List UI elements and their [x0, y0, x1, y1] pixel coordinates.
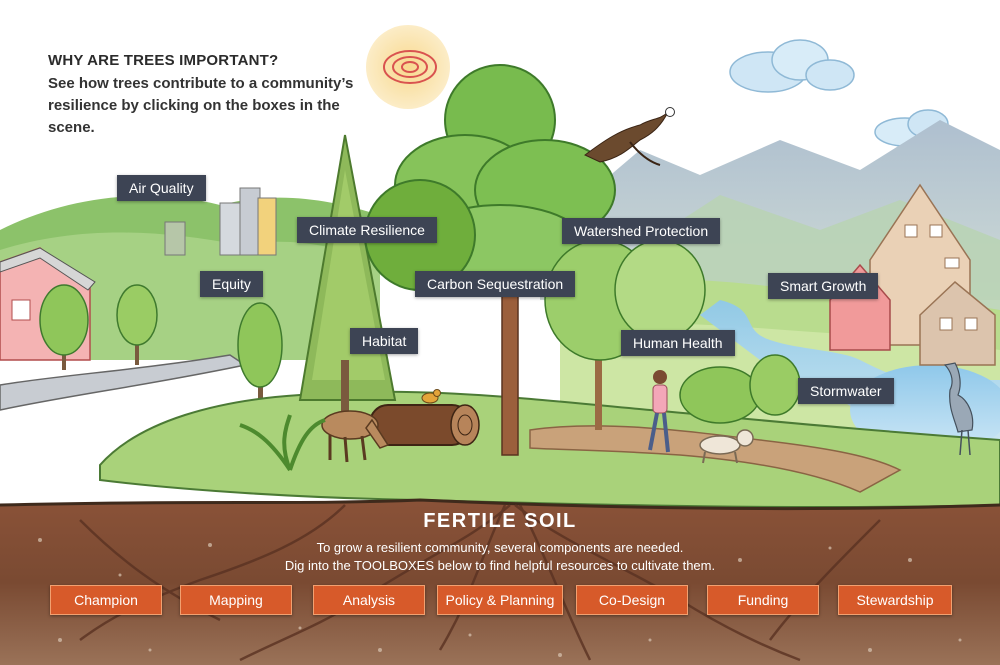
soil-line2: Dig into the TOOLBOXES below to find hel…	[284, 558, 716, 573]
intro-body-line1: See how trees contribute to a community’…	[48, 75, 354, 92]
stormwater-box[interactable]: Stormwater	[798, 378, 894, 404]
soil-line1: To grow a resilient community, several c…	[316, 540, 684, 555]
toolbox-funding-button[interactable]: Funding	[707, 585, 819, 615]
soil-title: FERTILE SOIL	[423, 510, 577, 532]
equity-box[interactable]: Equity	[200, 271, 263, 297]
person-icon	[648, 370, 670, 453]
toolbox-champion-button[interactable]: Champion	[50, 585, 162, 615]
toolbox-co-design-button[interactable]: Co-Design	[576, 585, 688, 615]
toolbox-mapping-button[interactable]: Mapping	[180, 585, 292, 615]
smart-growth-box[interactable]: Smart Growth	[768, 273, 879, 299]
dog-icon	[699, 429, 754, 464]
sun-icon	[366, 25, 450, 109]
intro-heading: WHY ARE TREES IMPORTANT?	[48, 52, 279, 69]
climate-resilience-box[interactable]: Climate Resilience	[297, 217, 437, 243]
toolbox-policy-planning-button[interactable]: Policy & Planning	[437, 585, 563, 615]
cloud-icon	[729, 39, 949, 147]
toolbox-stewardship-button[interactable]: Stewardship	[838, 585, 952, 615]
intro-body: See how trees contribute to a community’…	[48, 73, 378, 139]
intro-panel: WHY ARE TREES IMPORTANT? See how trees c…	[48, 52, 378, 139]
intro-body-line2: resilience by clicking on the boxes in t…	[48, 97, 340, 136]
carbon-sequestration-box[interactable]: Carbon Sequestration	[415, 271, 576, 297]
deer-icon	[321, 410, 390, 463]
bird-icon	[421, 389, 441, 404]
eagle-icon	[584, 107, 675, 166]
watershed-protection-box[interactable]: Watershed Protection	[562, 218, 721, 244]
air-quality-box[interactable]: Air Quality	[117, 175, 206, 201]
heron-icon	[943, 362, 974, 456]
human-health-box[interactable]: Human Health	[621, 330, 735, 356]
toolbox-analysis-button[interactable]: Analysis	[313, 585, 425, 615]
habitat-box[interactable]: Habitat	[350, 328, 419, 354]
